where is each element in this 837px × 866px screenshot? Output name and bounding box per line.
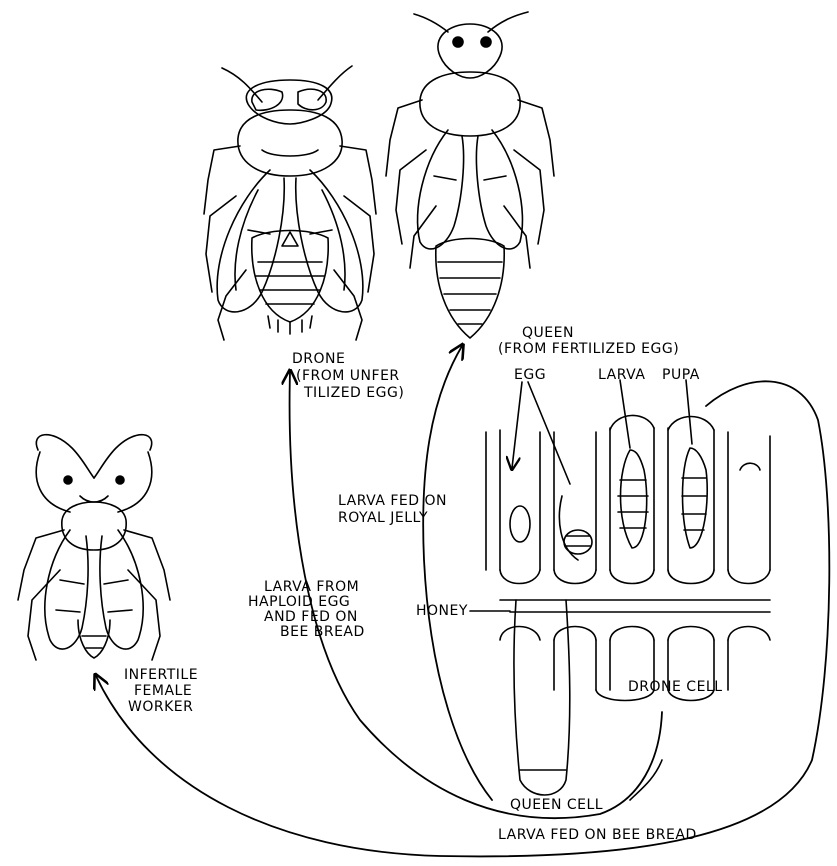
drone-bee-illustration [204, 66, 376, 340]
comb-cells-illustration [470, 380, 770, 800]
life-cycle-arrows [96, 346, 829, 856]
larva-haploid-line-3: AND FED ON [264, 610, 358, 625]
larva-haploid-line-4: BEE BREAD [280, 625, 365, 640]
drone-label: DRONE [292, 352, 345, 367]
larva-haploid-line-2: HAPLOID EGG [248, 595, 350, 610]
queen-label: QUEEN [522, 326, 574, 341]
worker-label-line-3: WORKER [128, 700, 193, 715]
drone-cell-label: DRONE CELL [628, 680, 723, 695]
larva-label: LARVA [598, 368, 645, 383]
egg-label: EGG [514, 368, 546, 383]
queen-cell-label: QUEEN CELL [510, 798, 603, 813]
pupa-label: PUPA [662, 368, 700, 383]
worker-bee-illustration [18, 435, 170, 660]
queen-note: (FROM FERTILIZED EGG) [498, 342, 679, 357]
honey-label: HONEY [416, 604, 468, 619]
drone-note-line-2: TILIZED EGG) [304, 386, 404, 401]
worker-label-line-1: INFERTILE [124, 668, 198, 683]
queen-bee-illustration [386, 12, 554, 338]
larva-royal-jelly-line-2: ROYAL JELLY [338, 511, 428, 526]
larva-royal-jelly-line-1: LARVA FED ON [338, 494, 447, 509]
larva-bee-bread-label: LARVA FED ON BEE BREAD [498, 828, 697, 843]
worker-label-line-2: FEMALE [134, 684, 192, 699]
larva-haploid-line-1: LARVA FROM [264, 580, 359, 595]
drone-note-line-1: (FROM UNFER [296, 369, 400, 384]
